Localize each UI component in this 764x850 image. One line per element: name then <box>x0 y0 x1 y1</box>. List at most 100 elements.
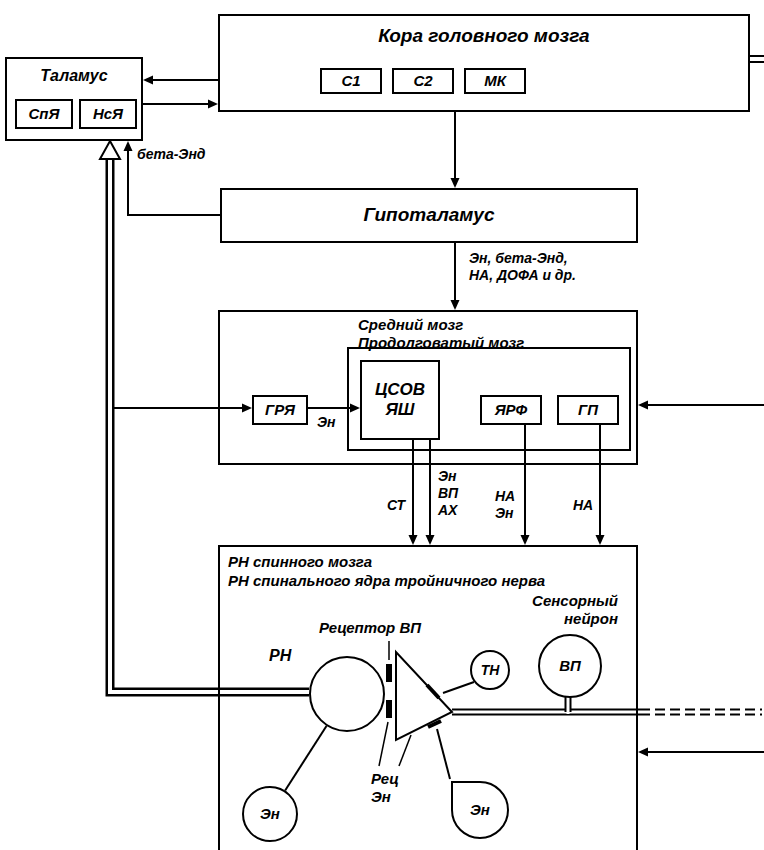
node-label: ГРЯ <box>265 401 295 419</box>
label-holder: Эн ВП АХ <box>437 468 463 518</box>
node-label: СпЯ <box>29 105 60 123</box>
text-center: ЯРФ <box>482 397 540 423</box>
arrow-head <box>451 178 460 188</box>
text-center: СпЯ <box>17 101 71 127</box>
connector-arrow <box>110 404 309 693</box>
label-holder: СТ <box>386 497 406 514</box>
nucleus-box: НсЯ <box>79 99 137 129</box>
en-axon <box>437 729 450 779</box>
synapse-bar <box>428 721 441 727</box>
leader-line <box>379 722 388 766</box>
node-title: РН <box>269 646 301 665</box>
connector-arrow <box>124 141 221 215</box>
synapse-bar <box>427 685 439 698</box>
connector-line <box>143 103 208 105</box>
tn-axon <box>443 682 474 693</box>
callout-label: Рец Эн <box>370 770 406 806</box>
arrow-head <box>638 748 648 757</box>
region-box: Кора головного мозгаС1С2МК <box>218 14 750 112</box>
region-box: РН спинного мозгаРН спинального ядра тро… <box>218 545 638 850</box>
label-holder: Рец Эн <box>370 770 406 806</box>
text-center: НсЯ <box>81 101 135 127</box>
neuron-circle: Эн <box>242 786 298 842</box>
inner-group-frame <box>348 348 630 450</box>
connector-arrow <box>451 243 460 310</box>
connector-line <box>412 440 414 535</box>
node-label: Эн <box>470 801 490 819</box>
connector-line <box>454 243 456 300</box>
incoming-arrow <box>648 751 764 753</box>
text-holder: Средний мозг Продолговатый мозг <box>358 316 548 352</box>
node-label: Эн <box>260 805 280 823</box>
area-box: С1 <box>320 68 382 94</box>
label-holder: Эн, бета-Энд, НА, ДОФА и др. <box>468 250 593 284</box>
arrow-head <box>409 535 418 545</box>
receptor-bar <box>386 664 392 682</box>
circle-shape <box>310 657 384 731</box>
connector-arrow <box>143 100 218 109</box>
connector-line <box>110 408 309 692</box>
connector-arrow <box>426 440 435 545</box>
label-holder: Рецептор ВП <box>318 619 422 637</box>
node-label: НсЯ <box>93 105 123 123</box>
label-holder: Эн <box>316 414 337 431</box>
text-center: ГРЯ <box>254 397 306 423</box>
text-holder: Кора головного мозга <box>220 25 748 48</box>
text-center: С1 <box>322 70 380 92</box>
label-holder: бета-Энд <box>136 146 207 163</box>
arrow-head <box>426 535 435 545</box>
connector-arrow <box>521 425 530 545</box>
region-box: Средний мозг Продолговатый мозгГРЯ ЦСОВЯШ… <box>218 310 638 465</box>
connector-line <box>429 440 431 535</box>
nucleus-box: СпЯ <box>15 99 73 129</box>
signal-label: НА <box>572 497 594 514</box>
text-holder: Сенсорный нейрон <box>506 592 618 628</box>
text-center: Эн <box>448 778 512 842</box>
callout-label: Рецептор ВП <box>318 619 422 637</box>
node-label: Гипоталамус <box>363 204 494 227</box>
circle-outline <box>309 656 385 732</box>
neuron-circle: ТН <box>470 650 510 690</box>
signal-label: Эн <box>316 414 337 431</box>
neuron-circle: Сенсорный нейронВП <box>538 634 602 698</box>
node-title: Средний мозг Продолговатый мозг <box>358 316 548 352</box>
arrow-head <box>350 404 360 413</box>
connector-line <box>308 407 350 409</box>
signal-label: бета-Энд <box>136 146 207 163</box>
arrow-head <box>143 76 153 85</box>
text-holder: Таламус <box>11 66 137 85</box>
receptor-bar <box>386 700 392 718</box>
drop-shape <box>452 782 508 838</box>
signal-label: Эн ВП АХ <box>437 468 463 518</box>
connector-arrow <box>409 440 418 545</box>
text-center: ТН <box>470 650 510 690</box>
connector-line <box>285 726 326 790</box>
presynaptic-terminal <box>396 652 452 740</box>
nucleus-box: ЯРФ <box>480 395 542 425</box>
text-center: Гипоталамус <box>222 190 636 241</box>
connector-arrow <box>451 112 460 188</box>
arrow-head <box>208 100 218 109</box>
arrow-head <box>596 535 605 545</box>
arrow-head <box>451 300 460 310</box>
arrow-head <box>521 535 530 545</box>
node-label: ЯРФ <box>495 401 528 419</box>
node-label: ГП <box>578 401 598 419</box>
node-title: Сенсорный нейрон <box>506 592 618 628</box>
signal-label: НА Эн <box>494 488 522 522</box>
text-center: МК <box>466 70 524 92</box>
nucleus-box: ЦСОВЯШ <box>360 360 440 440</box>
arrow-head <box>242 404 252 413</box>
region-box: Гипоталамус <box>220 188 638 243</box>
connector-arrow <box>596 425 605 545</box>
connector-arrow <box>308 404 360 413</box>
signal-label: Эн, бета-Энд, НА, ДОФА и др. <box>468 250 593 284</box>
neuron-circle: РН <box>309 656 385 732</box>
circle-shape <box>539 635 601 697</box>
hollow-line-core <box>110 159 309 692</box>
node-label: МК <box>484 72 506 90</box>
area-box: МК <box>464 68 526 94</box>
node-title: РН спинного мозга <box>228 553 628 571</box>
node-label: ВП <box>559 657 581 675</box>
